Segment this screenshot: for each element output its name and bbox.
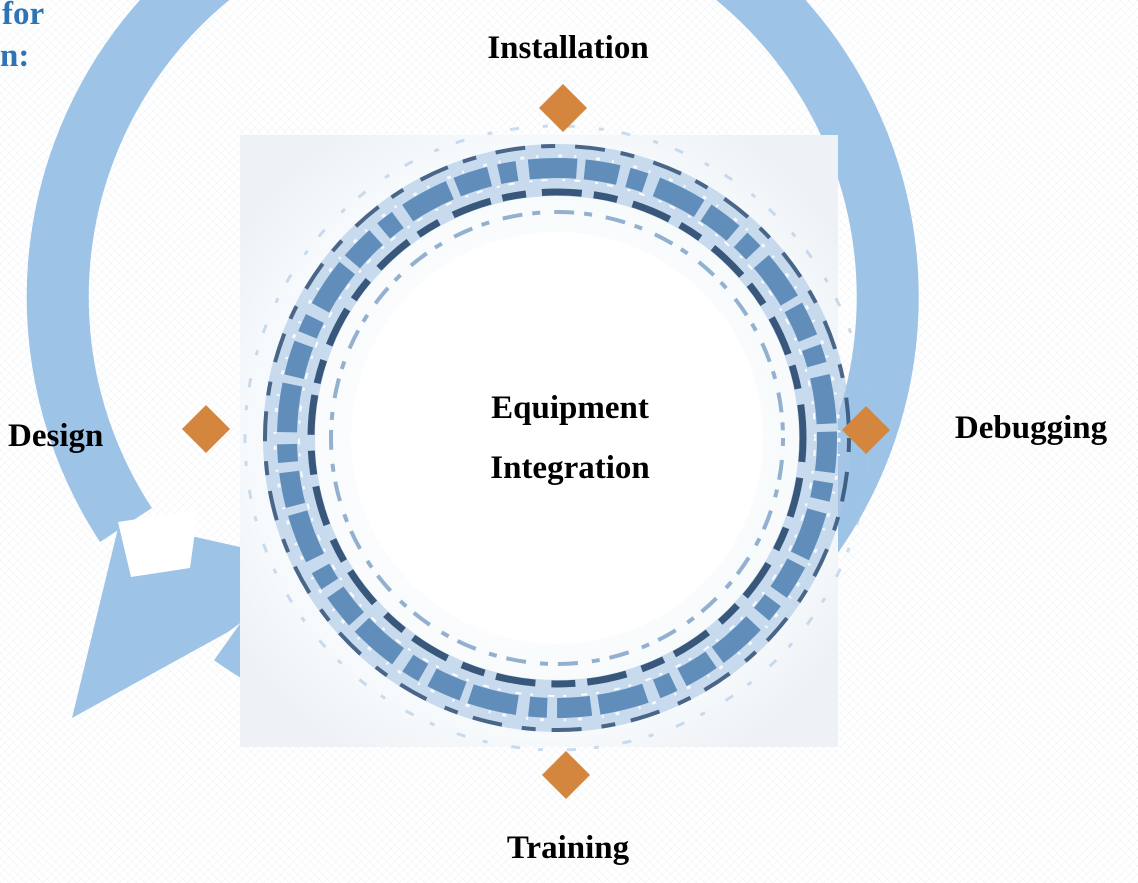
ring-arrow-gap bbox=[118, 510, 198, 577]
slide-heading-line-2: n: bbox=[0, 38, 30, 74]
stage-label-design: Design bbox=[8, 418, 104, 454]
water-ring-photo bbox=[240, 124, 871, 752]
stage-label-training: Training bbox=[506, 830, 630, 866]
slide-heading: for n: bbox=[0, 0, 140, 100]
center-title-line-1: Equipment bbox=[491, 390, 649, 426]
center-title-line-2: Integration bbox=[490, 450, 650, 486]
stage-marker-top bbox=[538, 83, 588, 133]
center-title: Equipment Integration bbox=[440, 378, 700, 498]
stage-label-installation: Installation bbox=[487, 30, 649, 66]
stage-marker-right bbox=[841, 405, 891, 455]
stage-label-debugging: Debugging bbox=[954, 410, 1108, 446]
stage-marker-left bbox=[181, 404, 231, 454]
slide-heading-line-1: for bbox=[2, 0, 45, 32]
stage-marker-bottom bbox=[541, 750, 591, 800]
